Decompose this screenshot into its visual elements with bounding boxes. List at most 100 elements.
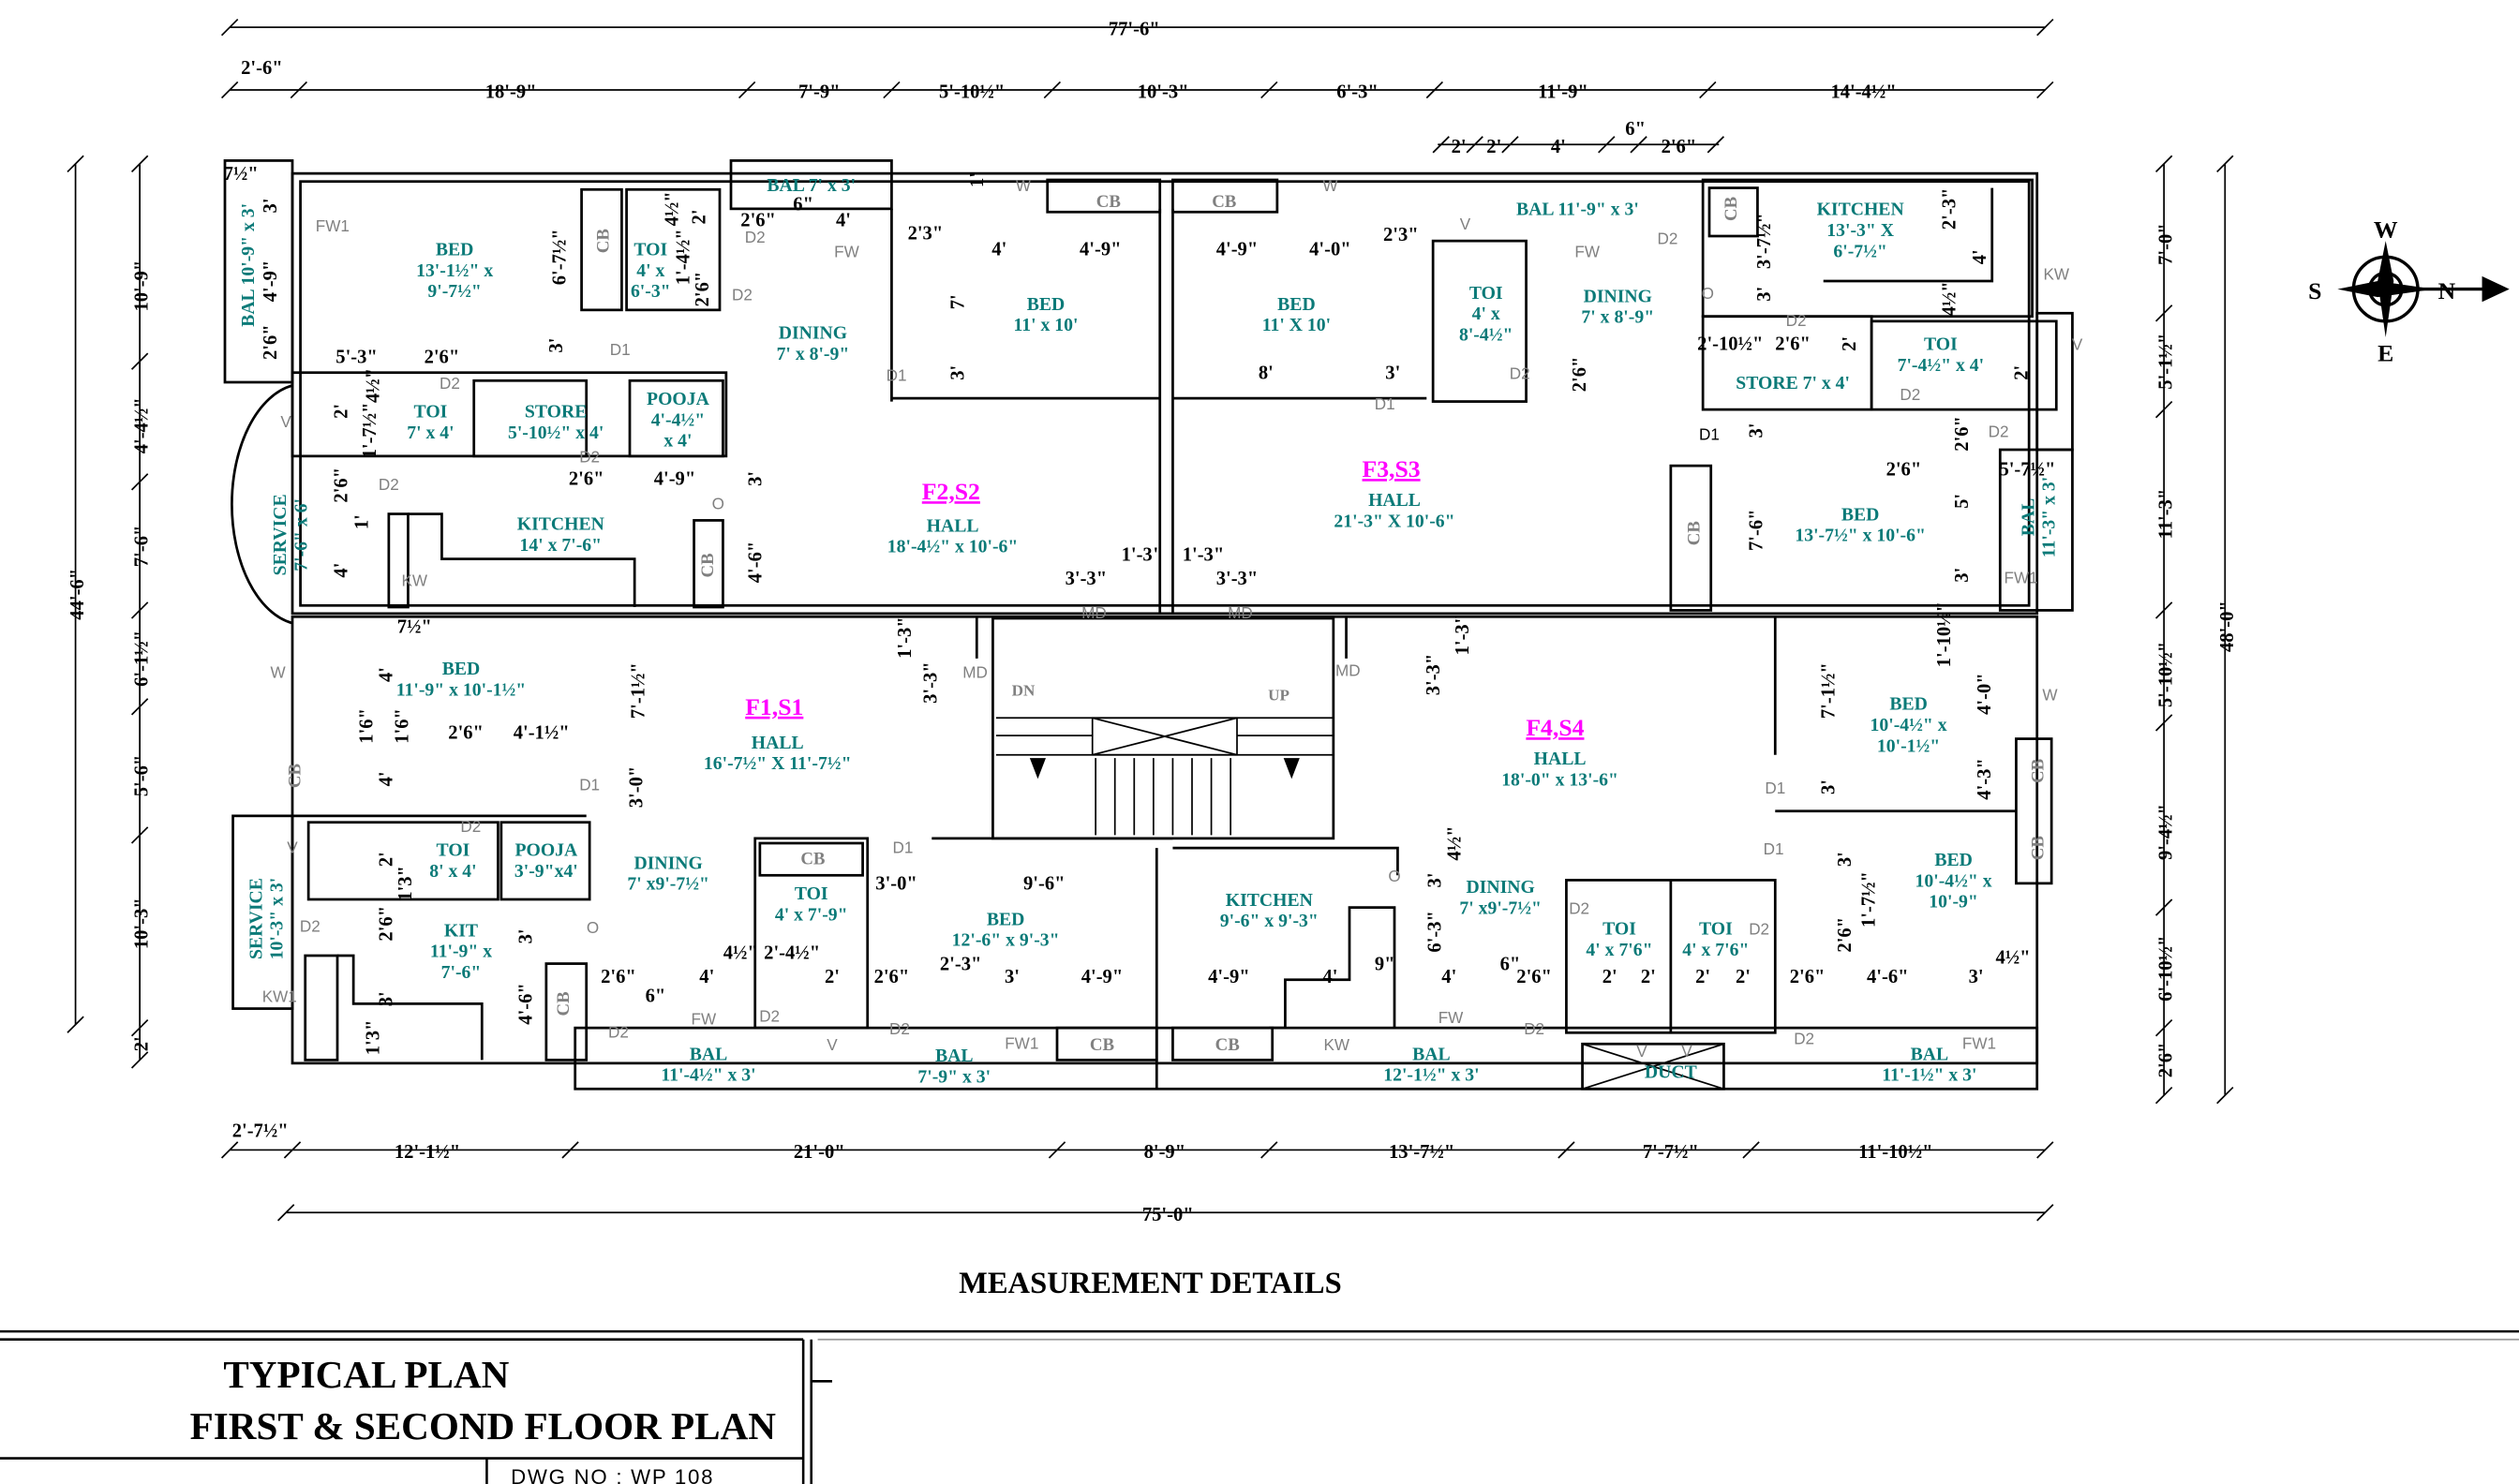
room-name: BAL xyxy=(690,1044,728,1064)
fixture-tag: W xyxy=(1322,176,1338,195)
fixture-tag: KW1 xyxy=(262,987,297,1006)
interior-dimension: 5'-7½" xyxy=(1999,459,2055,480)
interior-dimension: 2' xyxy=(1736,967,1751,987)
fixture-tag: W xyxy=(2042,685,2058,704)
fixture-tag: KW xyxy=(2043,264,2069,283)
interior-dimension: 1' xyxy=(967,172,988,187)
interior-dimension: 3' xyxy=(1835,852,1856,867)
fixture-tag: D2 xyxy=(1989,422,2009,440)
room-name: DINING xyxy=(1584,286,1652,306)
interior-dimension: 2' xyxy=(1602,967,1617,987)
room-size: 3'-9"x4' xyxy=(514,861,578,882)
interior-dimension: 2'6" xyxy=(261,324,281,360)
room-size: 11'-3" x 3' xyxy=(2039,477,2060,557)
fixture-tag: D1 xyxy=(1765,779,1785,797)
stair-down-arrow-icon xyxy=(1029,758,1046,779)
room-name: SERVICE xyxy=(270,494,291,575)
room-name: TOI xyxy=(414,402,448,423)
room-name: TOI xyxy=(1699,919,1733,940)
fixture-tag: D2 xyxy=(608,1022,629,1041)
dimension-tick xyxy=(130,698,149,716)
title-line-2: FIRST & SECOND FLOOR PLAN xyxy=(190,1404,777,1447)
interior-dimension: 4' xyxy=(836,211,851,231)
room-size: 13'-1½" x xyxy=(416,260,493,281)
dimension-tick xyxy=(67,155,84,173)
dimension-tick xyxy=(1425,81,1444,99)
north-compass-icon: W E S N xyxy=(2308,216,2510,367)
dimension-left-total: 44'-6" xyxy=(67,569,88,620)
dimension-tick xyxy=(2154,601,2173,619)
dimension-tick xyxy=(130,601,149,619)
dimension-right-segment: 6'-10½" xyxy=(2156,936,2177,1002)
fixture-tag: D2 xyxy=(579,448,600,467)
dimension-tick xyxy=(2154,304,2173,322)
drawing-number: DWG NO : WP 108 xyxy=(511,1465,714,1484)
interior-dimension: 2'6" xyxy=(376,906,396,942)
interior-dimension: 8' xyxy=(1259,364,1274,384)
interior-dimension: 2'6" xyxy=(601,967,636,987)
room-size: 7' x 8'-9" xyxy=(777,344,850,364)
fixture-tag: D1 xyxy=(1375,394,1395,413)
fixture-tag: D1 xyxy=(579,775,600,794)
cupboard-label: CB xyxy=(594,229,614,254)
interior-dimension: 7'-1½" xyxy=(1819,662,1840,719)
room-size: 12'-1½" x 3' xyxy=(1383,1065,1479,1086)
dimension-tick xyxy=(220,18,239,37)
room-name: BAL 7' x 3' xyxy=(767,175,856,196)
fixture-tag: V xyxy=(827,1035,838,1054)
fixture-tag: D2 xyxy=(1749,920,1769,939)
compass-north-label: N xyxy=(2438,277,2456,304)
interior-dimension: 2' xyxy=(1641,967,1656,987)
interior-dimension: 3' xyxy=(1952,568,1973,583)
fixture-tag: DN xyxy=(1012,681,1036,699)
room-name: TOI xyxy=(795,883,828,904)
fixture-tag: D2 xyxy=(732,286,753,304)
dimension-right-segment: 7'-0" xyxy=(2156,223,2177,265)
room-size: 10'-4½" x xyxy=(1871,715,1947,735)
dimension-tick xyxy=(2154,714,2173,732)
unit-label: F3,S3 xyxy=(1363,455,1421,482)
fixture-tag: O xyxy=(712,494,724,512)
interior-dimension: 3'-0" xyxy=(627,766,648,809)
dimension-tick xyxy=(738,81,756,99)
dimension-left-segment: 10'-3" xyxy=(132,898,153,949)
dimension-left-segment: 2' xyxy=(132,1036,153,1051)
interior-dimension: 3' xyxy=(515,928,536,943)
room-size: 7' x9'-7½" xyxy=(627,874,709,895)
fixture-tag: V xyxy=(1460,215,1471,233)
fixture-tag: V xyxy=(1681,1042,1692,1061)
interior-dimension: 7'-6" xyxy=(1747,509,1767,551)
dimension-top-segment: 5'-10½" xyxy=(939,82,1005,103)
interior-dimension: 4½" xyxy=(364,368,384,403)
interior-dimension: 6'-7½" xyxy=(549,229,570,285)
room-name: TOI xyxy=(437,840,470,861)
room-size: 7'-9" x 3' xyxy=(917,1066,991,1087)
interior-dimension: 4' xyxy=(991,240,1006,260)
interior-dimension: 1' xyxy=(352,514,373,529)
interior-dimension: 1'-3" xyxy=(1183,544,1225,565)
fixture-tag: MD xyxy=(1081,603,1107,622)
dimension-bottom-segment: 7'-7½" xyxy=(1643,1142,1699,1163)
dimension-bottom-segment: 12'-1½" xyxy=(395,1142,460,1163)
room-name: POOJA xyxy=(647,389,710,409)
dimension-tick xyxy=(1432,136,1450,154)
dimension-tick xyxy=(1466,136,1483,154)
fixture-tag: D1 xyxy=(892,838,913,856)
interior-dimension: 4½" xyxy=(1939,281,1960,316)
room-size: 18'-4½" x 10'-6" xyxy=(887,537,1019,557)
interior-dimension: 3'-3" xyxy=(1423,654,1444,696)
interior-dimension: 1'6" xyxy=(357,708,378,744)
fixture-tag: V xyxy=(280,412,291,431)
interior-dimension: 6'-3" xyxy=(1425,911,1446,953)
room-size: 7'-6" x 6' xyxy=(291,498,311,571)
interior-dimension: 1'-7½" xyxy=(1859,871,1880,928)
interior-dimension: 3'-3" xyxy=(920,661,941,704)
room-size: 16'-7½" X 11'-7½" xyxy=(704,753,852,774)
room-size: 11'-4½" x 3' xyxy=(661,1065,755,1086)
interior-dimension: 4½" xyxy=(662,191,682,226)
interior-dimension: 2'-10½" xyxy=(1697,334,1763,355)
interior-dimension: 3' xyxy=(546,338,567,353)
room-name: BAL xyxy=(1911,1044,1949,1064)
compass-east-label: E xyxy=(2377,340,2393,367)
interior-dimension: 2'3" xyxy=(908,223,944,244)
